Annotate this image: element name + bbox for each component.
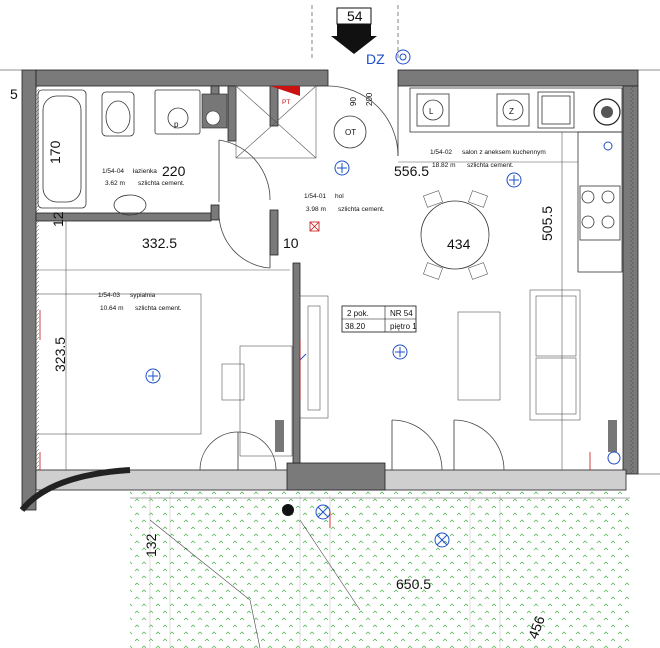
kitchen-fixtures: L Z [409, 87, 623, 273]
dim-132: 132 [143, 533, 159, 557]
dining-table [420, 190, 490, 280]
entry: 54 DZ OT [311, 5, 411, 157]
room-hol-floor: szlichta cement. [338, 206, 385, 213]
shower: PT [235, 85, 317, 159]
interior-walls [35, 85, 301, 464]
terrace-doors [199, 211, 617, 471]
apartment-info-box: 2 pok. NR 54 38.20 piętro 1 [341, 305, 417, 333]
bedroom-furniture [35, 221, 293, 470]
bathroom-fixtures [37, 89, 271, 216]
room-hol-area: 3.98 m [306, 206, 326, 213]
wall-ticks [0, 69, 660, 475]
dim-90: 90 [349, 97, 358, 106]
dim-556: 556.5 [394, 163, 429, 179]
room-salon-floor: szlichta cement. [467, 162, 514, 169]
dim-12: 12 [50, 211, 66, 227]
room-hol-name: hol [335, 193, 344, 200]
pt-marker: PT [282, 99, 290, 106]
living-furniture [299, 289, 581, 421]
room-bed-name: sypialnia [130, 292, 156, 299]
room-bath-name: łazienka [133, 168, 157, 175]
dimensions: 5 170 220 556.5 505.5 332.5 434 10 12 32… [10, 86, 578, 641]
room-salon-name: salon z aneksem kuchennym [462, 149, 546, 156]
entry-label: DZ [366, 51, 385, 67]
room-bath-area: 3.62 m [105, 180, 125, 187]
dim-323: 323.5 [52, 337, 68, 372]
dim-456: 456 [525, 613, 548, 641]
p-marker: p [174, 120, 179, 129]
terrace-post [282, 504, 294, 516]
dim-505: 505.5 [539, 206, 555, 241]
dim-332: 332.5 [142, 235, 177, 251]
apartment-number-label: 54 [347, 8, 363, 24]
z-marker: Z [509, 107, 514, 116]
dim-650: 650.5 [396, 576, 431, 592]
dim-434: 434 [447, 236, 471, 252]
red-sockets [39, 221, 591, 470]
room-bed-id: 1/54-03 [98, 292, 120, 299]
dim-170: 170 [47, 140, 63, 164]
room-salon-area: 18.82 m [432, 162, 456, 169]
room-bath-floor: szlichta cement. [138, 180, 185, 187]
info-floor: piętro 1 [390, 322, 417, 331]
room-salon-id: 1/54-02 [430, 149, 452, 156]
room-hol-id: 1/54-01 [304, 193, 326, 200]
l-marker: L [429, 107, 434, 116]
dim-10: 10 [283, 235, 299, 251]
terrace [130, 490, 630, 648]
ot-label: OT [345, 128, 356, 137]
room-bath-id: 1/54-04 [102, 168, 124, 175]
room-bed-area: 10.64 m [100, 305, 124, 312]
info-number: NR 54 [390, 309, 413, 318]
outer-walls [19, 69, 639, 512]
room-bed-floor: szlichta cement. [135, 305, 182, 312]
dim-5: 5 [10, 86, 18, 102]
room-labels: 1/54-04 łazienka 3.62 m szlichta cement.… [98, 149, 546, 312]
dim-220: 220 [162, 163, 186, 179]
info-area: 38.20 [345, 322, 366, 331]
dim-200: 200 [365, 92, 374, 106]
info-rooms: 2 pok. [347, 309, 369, 318]
